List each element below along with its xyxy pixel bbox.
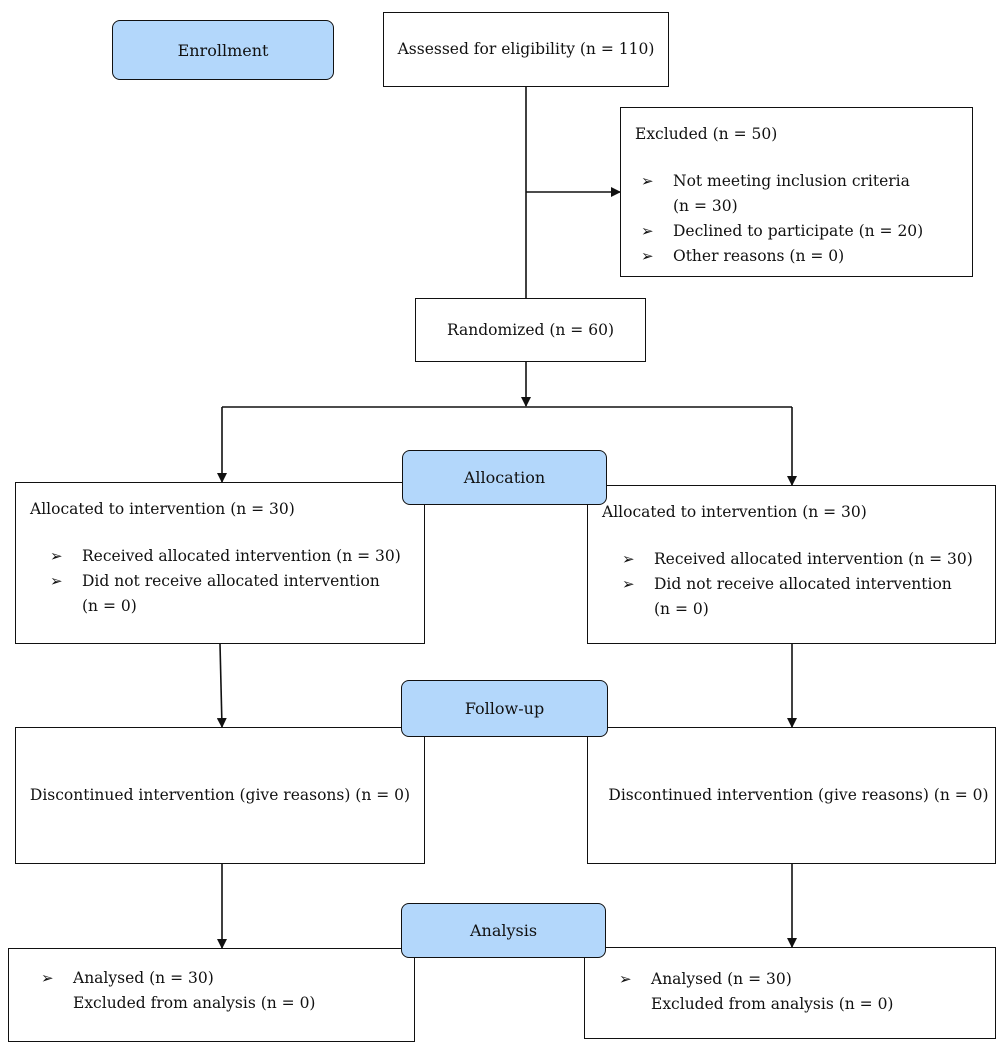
excluded-box: Excluded (n = 50) ➢ Not meeting inclusio… bbox=[620, 107, 973, 277]
arrow-bullet-icon: ➢ bbox=[50, 547, 63, 565]
allocation-item: ➢ Received allocated intervention (n = 3… bbox=[30, 544, 424, 569]
allocation-item: ➢ Received allocated intervention (n = 3… bbox=[602, 547, 995, 572]
followup-text: Follow-up bbox=[464, 699, 545, 718]
left-allocation-box: Allocated to intervention (n = 30) ➢ Rec… bbox=[15, 482, 425, 644]
left-allocation-title: Allocated to intervention (n = 30) bbox=[30, 500, 295, 518]
left-allocation-list: ➢ Received allocated intervention (n = 3… bbox=[16, 544, 424, 619]
excluded-item: ➢ Not meeting inclusion criteria (n = 30… bbox=[621, 169, 972, 219]
left-alloc-to-followup-arrow bbox=[216, 643, 227, 728]
arrow-bullet-icon: ➢ bbox=[50, 572, 63, 590]
arrow-bullet-icon: ➢ bbox=[641, 247, 654, 265]
allocation-text: Allocation bbox=[463, 468, 546, 487]
arrow-bullet-icon: ➢ bbox=[641, 172, 654, 190]
right-allocation-title: Allocated to intervention (n = 30) bbox=[602, 503, 867, 521]
left-analysis-list: ➢ Analysed (n = 30) Excluded from analys… bbox=[9, 966, 414, 1016]
arrow-bullet-icon: ➢ bbox=[622, 575, 635, 593]
right-allocation-box: Allocated to intervention (n = 30) ➢ Rec… bbox=[587, 485, 996, 644]
excluded-list: ➢ Not meeting inclusion criteria (n = 30… bbox=[621, 169, 972, 269]
right-analysis-box: ➢ Analysed (n = 30) Excluded from analys… bbox=[584, 947, 996, 1039]
assessed-text: Assessed for eligibility (n = 110) bbox=[397, 40, 655, 58]
allocation-item: ➢ Did not receive allocated intervention… bbox=[602, 572, 995, 622]
analysis-item: ➢ Analysed (n = 30) Excluded from analys… bbox=[599, 967, 995, 1017]
assessed-box: Assessed for eligibility (n = 110) bbox=[383, 12, 669, 87]
excluded-item: ➢ Declined to participate (n = 20) bbox=[621, 219, 972, 244]
randomized-box: Randomized (n = 60) bbox=[415, 298, 646, 362]
allocation-item: ➢ Did not receive allocated intervention… bbox=[30, 569, 424, 619]
enrollment-text: Enrollment bbox=[177, 40, 269, 60]
enrollment-stage-label: Enrollment bbox=[112, 20, 334, 80]
left-followup-box: Discontinued intervention (give reasons)… bbox=[15, 727, 425, 864]
arrow-bullet-icon: ➢ bbox=[641, 222, 654, 240]
analysis-text: Analysis bbox=[469, 921, 538, 940]
arrow-bullet-icon: ➢ bbox=[622, 550, 635, 568]
arrow-bullet-icon: ➢ bbox=[619, 970, 632, 988]
analysis-item: ➢ Analysed (n = 30) Excluded from analys… bbox=[21, 966, 414, 1016]
right-followup-box: Discontinued intervention (give reasons)… bbox=[587, 727, 996, 864]
allocation-stage-label: Allocation bbox=[402, 450, 607, 505]
excluded-item: ➢ Other reasons (n = 0) bbox=[621, 244, 972, 269]
followup-stage-label: Follow-up bbox=[401, 680, 608, 737]
right-analysis-list: ➢ Analysed (n = 30) Excluded from analys… bbox=[585, 967, 995, 1017]
arrow-bullet-icon: ➢ bbox=[41, 969, 54, 987]
left-followup-text: Discontinued intervention (give reasons)… bbox=[29, 786, 411, 804]
right-followup-text: Discontinued intervention (give reasons)… bbox=[608, 786, 989, 804]
left-analysis-box: ➢ Analysed (n = 30) Excluded from analys… bbox=[8, 948, 415, 1042]
excluded-title: Excluded (n = 50) bbox=[635, 125, 778, 143]
randomized-text: Randomized (n = 60) bbox=[447, 320, 614, 339]
analysis-stage-label: Analysis bbox=[401, 903, 606, 958]
right-allocation-list: ➢ Received allocated intervention (n = 3… bbox=[588, 547, 995, 622]
